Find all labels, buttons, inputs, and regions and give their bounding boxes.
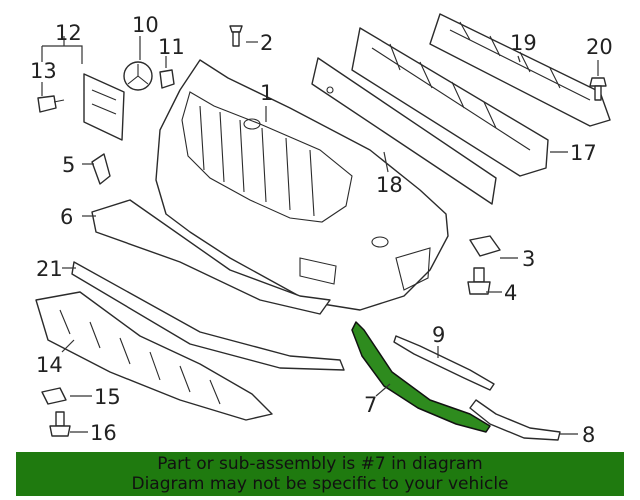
part-13-screw: [37, 95, 65, 113]
callout-19: 19: [510, 31, 537, 55]
part-19-absorber: [429, 13, 611, 127]
part-4-bolt: [467, 267, 491, 295]
part-14-undertray: [35, 291, 273, 421]
callout-8: 8: [582, 423, 595, 447]
part-1-bumper-cover: [155, 59, 449, 311]
part-2-bolt: [229, 25, 243, 47]
callout-21: 21: [36, 257, 63, 281]
part-8-trim: [469, 399, 561, 441]
callout-2: 2: [260, 31, 273, 55]
callout-4: 4: [504, 281, 517, 305]
callout-20: 20: [586, 35, 613, 59]
part-5-bracket: [91, 153, 111, 185]
callout-12: 12: [55, 21, 82, 45]
part-9-trim: [393, 335, 495, 391]
part-12-bracket: [83, 73, 125, 141]
callout-16: 16: [90, 421, 117, 445]
banner-line-1: Part or sub-assembly is #7 in diagram: [157, 454, 483, 474]
parts-diagram: 12 10 11 2 13 1 19 20 17 5 18 6 3 21 4 9…: [30, 13, 613, 447]
part-18-bar: [311, 57, 497, 205]
callout-18: 18: [376, 173, 403, 197]
part-16-bolt: [49, 411, 71, 437]
part-20-bolt: [589, 77, 607, 101]
callout-11: 11: [158, 35, 185, 59]
part-21-strip: [71, 261, 345, 371]
part-7-highlighted-grille: [351, 321, 491, 433]
callout-1: 1: [260, 81, 273, 105]
callout-7: 7: [364, 393, 377, 417]
callout-15: 15: [94, 385, 121, 409]
part-17-absorber: [351, 27, 549, 177]
part-info-banner: Part or sub-assembly is #7 in diagram Di…: [16, 452, 624, 496]
banner-line-2: Diagram may not be specific to your vehi…: [131, 474, 509, 494]
callout-5: 5: [62, 153, 75, 177]
callout-3: 3: [522, 247, 535, 271]
part-15-clip: [41, 387, 67, 405]
part-3-clip: [469, 235, 501, 257]
callout-9: 9: [432, 323, 445, 347]
leader-lines: [41, 36, 599, 435]
part-6-lower-trim: [91, 199, 331, 315]
callout-6: 6: [60, 205, 73, 229]
callout-13: 13: [30, 59, 57, 83]
part-10-emblem: [123, 61, 153, 91]
part-11-clip: [159, 69, 175, 89]
callout-17: 17: [570, 141, 597, 165]
callout-10: 10: [132, 13, 159, 37]
callout-14: 14: [36, 353, 63, 377]
